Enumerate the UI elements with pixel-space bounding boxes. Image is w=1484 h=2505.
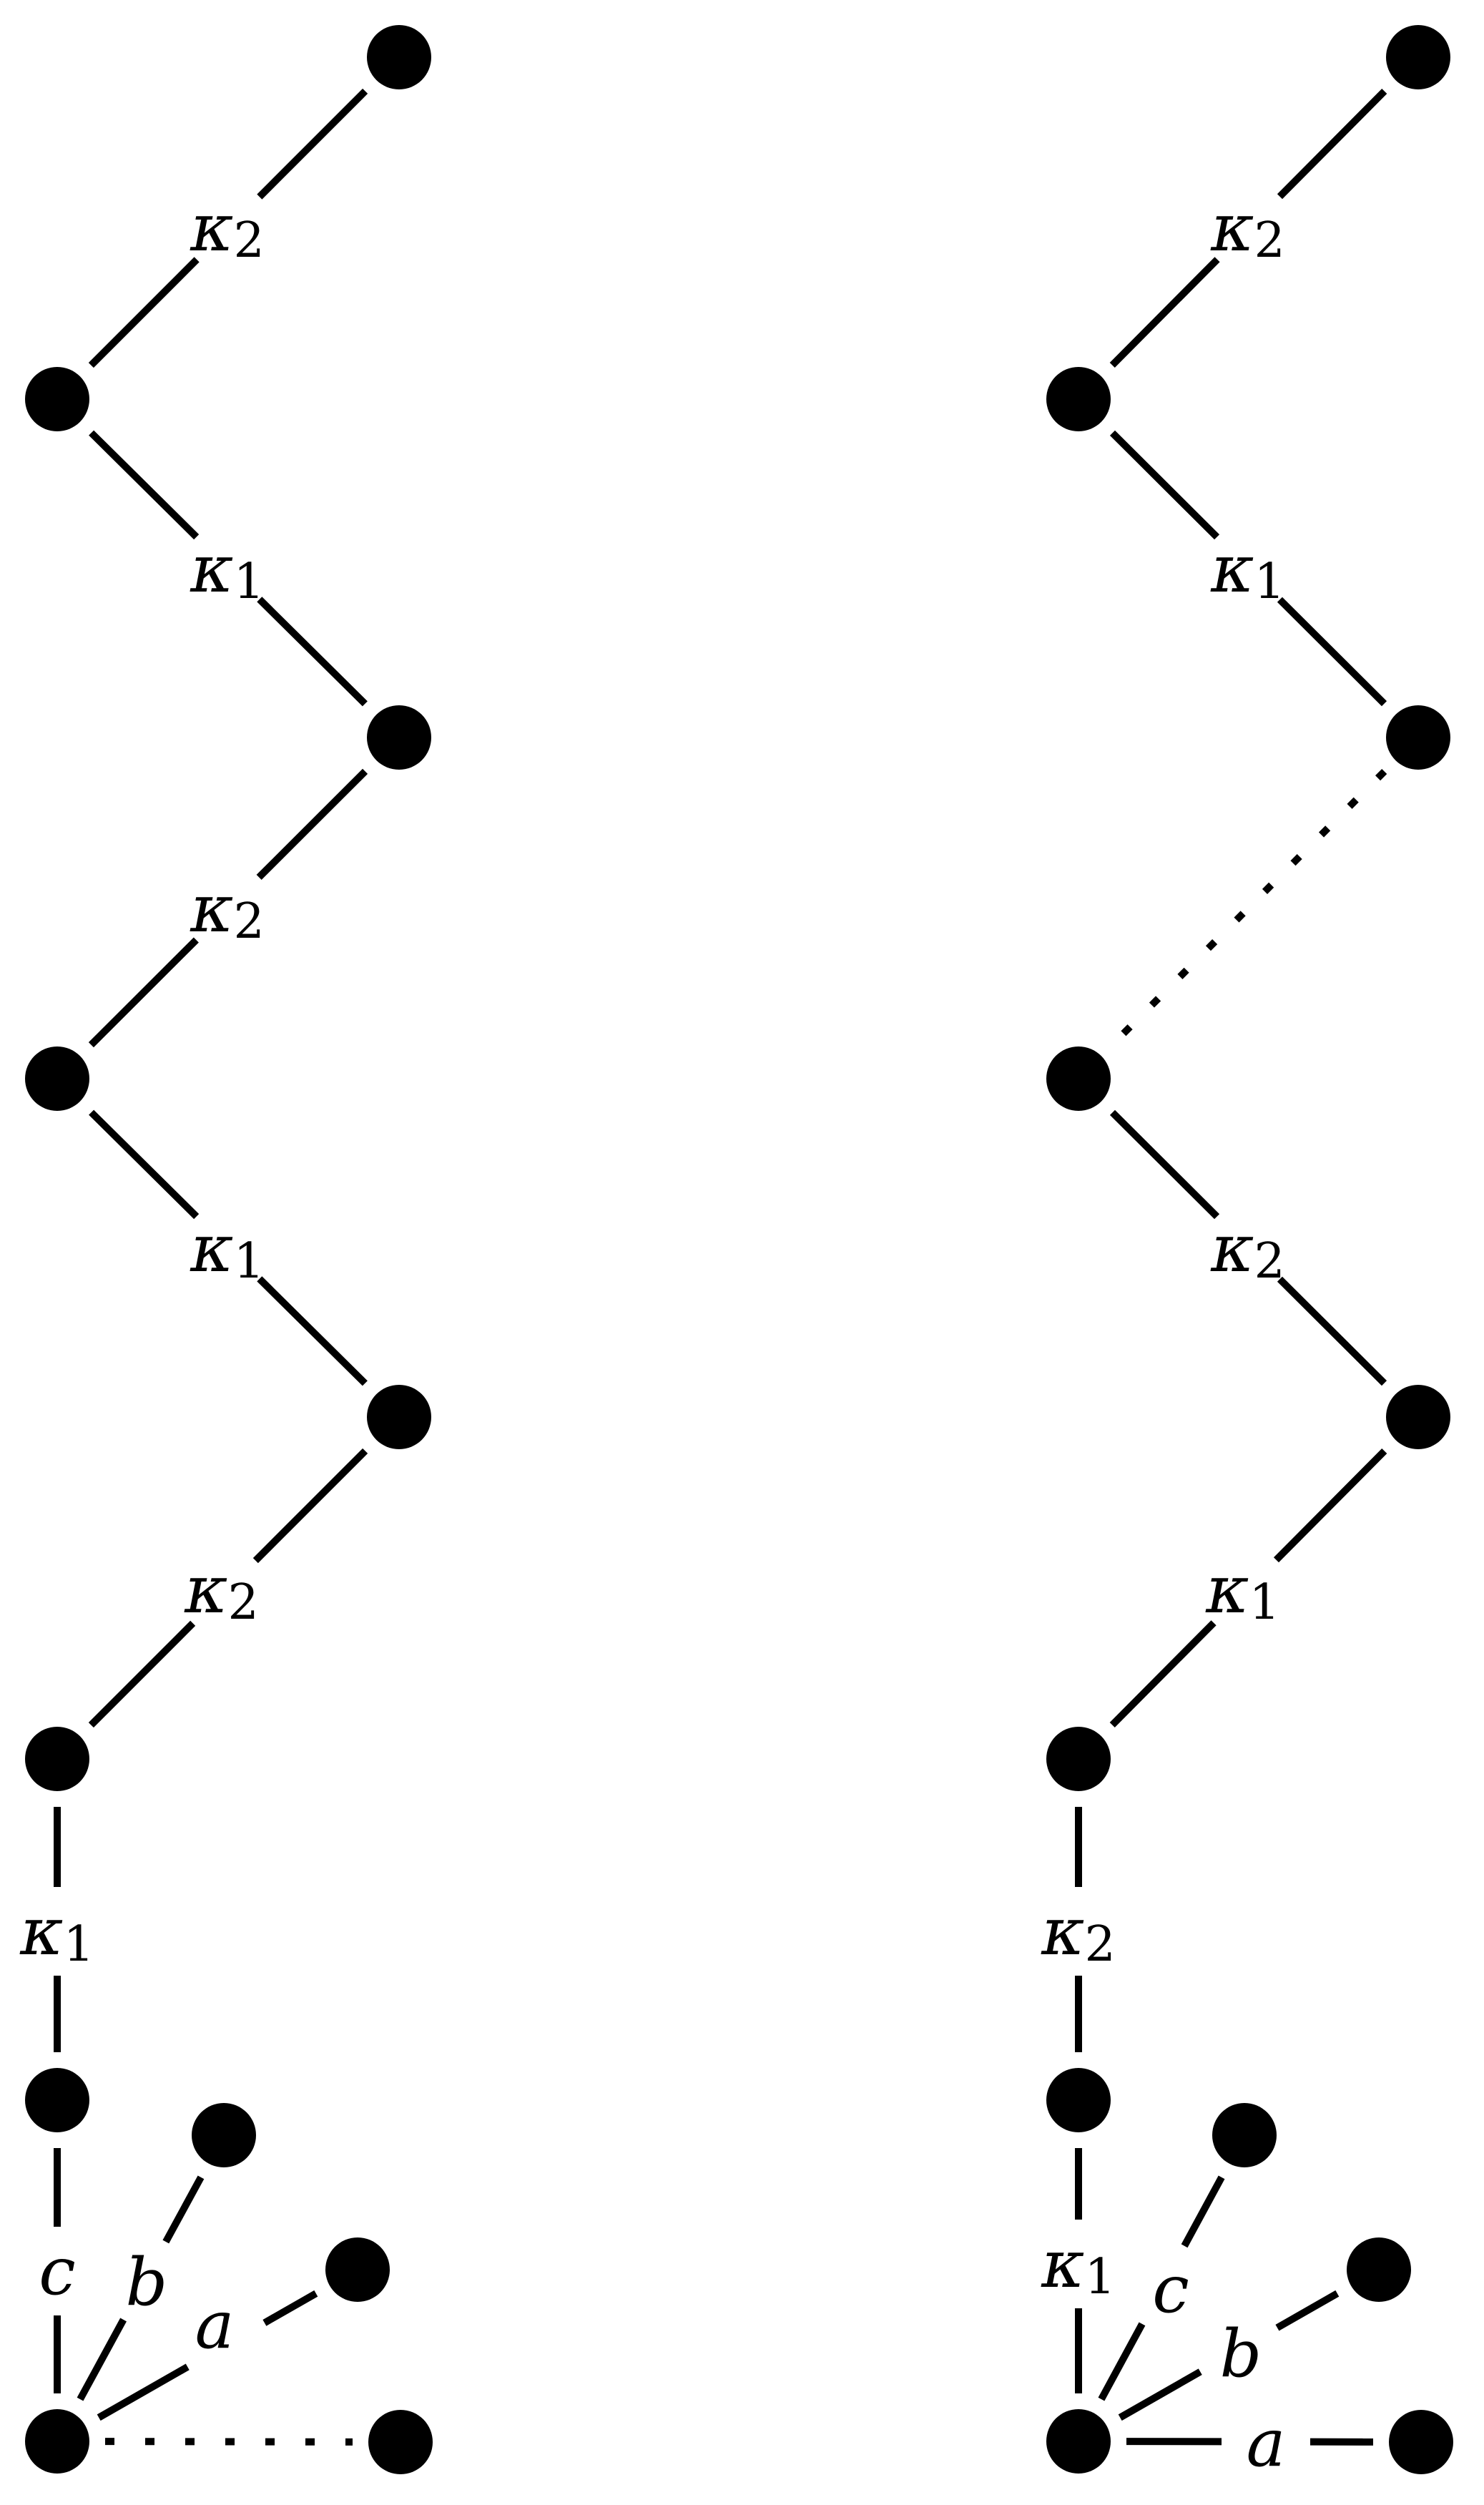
node-Rc [1212, 2103, 1277, 2167]
edge-left-graph-L1-L2 [89, 430, 200, 540]
edge-left-graph-L3-L4 [257, 1276, 368, 1386]
node-Rb [1347, 2237, 1411, 2302]
edge-right-graph-R7-Rc [1098, 2322, 1146, 2401]
edge-label-kappa1: κ1 [190, 531, 265, 610]
edge-right-graph-R1-R2 [1109, 430, 1220, 540]
edge-right-graph-R7-Rb [1118, 2368, 1202, 2421]
node-R2 [1386, 705, 1450, 770]
node-L6 [25, 2068, 89, 2132]
edge-label-a: a [195, 2287, 235, 2363]
edge-left-graph-L7-Lb [77, 2318, 127, 2401]
edge-label-kappa1: κ1 [1041, 2226, 1116, 2305]
node-L1 [25, 367, 89, 431]
node-L2 [367, 705, 431, 770]
edge-left-graph-L0-L1 [257, 88, 368, 200]
edge-label-kappa2: κ2 [1210, 190, 1285, 269]
edge-label-kappa1: κ1 [190, 1210, 265, 1290]
edge-right-graph-R0-R1 [1109, 257, 1220, 368]
edge-label-a: a [1247, 2405, 1286, 2481]
edge-label-b: b [126, 2244, 168, 2320]
edge-label-c: c [1152, 2251, 1189, 2328]
node-L3 [25, 1046, 89, 1111]
node-R6 [1046, 2068, 1111, 2132]
edge-left-graph-L3-L4 [89, 1109, 200, 1220]
edge-label-kappa2: κ2 [184, 1551, 259, 1631]
edge-label-kappa2: κ2 [1041, 1893, 1116, 1973]
edge-left-graph-L4-L5 [88, 1620, 196, 1728]
edge-label-kappa2: κ2 [1210, 1210, 1285, 1290]
node-R5 [1046, 1727, 1111, 1791]
edge-label-kappa1: κ1 [1205, 1551, 1280, 1631]
edge-right-graph-R7-Rb [1275, 2290, 1340, 2331]
node-Ld [368, 2410, 433, 2474]
node-L4 [367, 1385, 431, 1449]
node-L7 [25, 2409, 89, 2474]
edge-label-kappa2: κ2 [190, 871, 265, 950]
edge-left-graph-L4-L5 [252, 1448, 368, 1564]
edge-left-graph-L7-Lb [162, 2175, 205, 2244]
node-R7 [1046, 2409, 1111, 2474]
edge-right-graph-R2-R3 [1109, 768, 1387, 1048]
edge-left-graph-L7-La [262, 2290, 318, 2326]
edge-right-graph-R4-R5 [1273, 1448, 1387, 1563]
nodes-layer [25, 25, 1453, 2474]
edges-layer [54, 88, 1387, 2446]
node-R1 [1046, 367, 1111, 431]
edge-label-kappa1: κ1 [1210, 531, 1285, 610]
edge-right-graph-R1-R2 [1277, 597, 1387, 707]
node-L0 [367, 25, 431, 89]
edge-left-graph-L2-L3 [256, 768, 368, 880]
edge-right-graph-R4-R5 [1109, 1620, 1217, 1727]
edge-right-graph-R0-R1 [1277, 89, 1387, 200]
edge-left-graph-L1-L2 [257, 597, 368, 707]
edge-label-c: c [39, 2233, 76, 2310]
edge-label-kappa2: κ2 [190, 190, 265, 269]
node-Ra [1389, 2410, 1453, 2474]
node-La [325, 2237, 390, 2302]
edge-right-graph-R7-Rc [1181, 2175, 1225, 2248]
node-R3 [1046, 1046, 1111, 1111]
node-R4 [1386, 1385, 1450, 1449]
edge-left-graph-L0-L1 [88, 257, 200, 368]
edge-right-graph-R3-R4 [1277, 1276, 1387, 1386]
edge-left-graph-L7-Ld [104, 2438, 353, 2446]
node-R0 [1386, 25, 1450, 89]
edge-right-graph-R3-R4 [1109, 1109, 1220, 1220]
edge-label-kappa1: κ1 [19, 1893, 94, 1973]
edge-left-graph-L2-L3 [88, 937, 199, 1048]
node-Lb [192, 2103, 256, 2167]
node-L5 [25, 1727, 89, 1791]
edge-left-graph-L7-La [97, 2363, 190, 2421]
edge-label-b: b [1220, 2315, 1262, 2392]
